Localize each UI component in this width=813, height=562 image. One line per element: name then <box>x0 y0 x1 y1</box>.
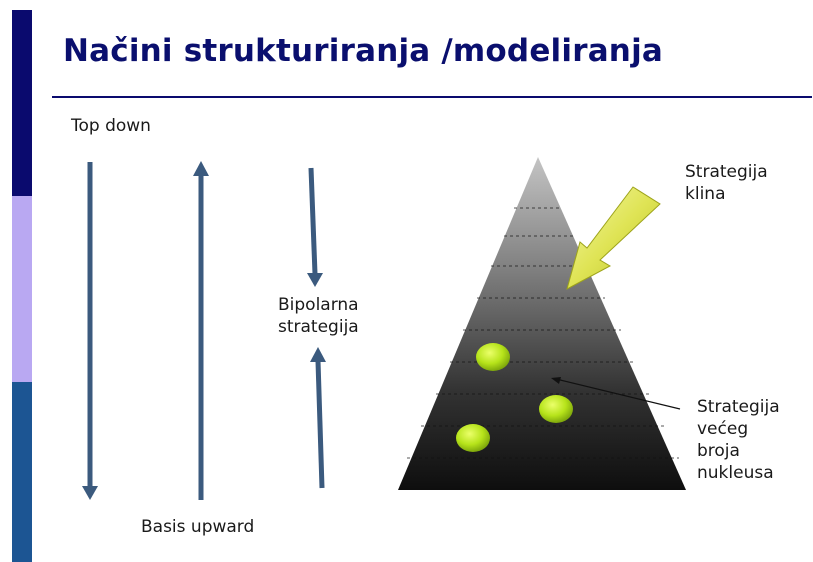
title-divider <box>52 96 812 98</box>
sidebar-color-bar <box>12 10 32 562</box>
nuclei-label-line-2: većeg <box>697 419 749 439</box>
slide-title: Načini strukturiranja /modeliranja <box>63 33 664 69</box>
bipolar-down-arrow <box>307 167 323 287</box>
wedge-label-line-2: klina <box>685 184 726 204</box>
top-down-label: Top down <box>71 116 151 136</box>
sidebar-segment-blue <box>12 382 32 562</box>
nuclei-label-line-4: nukleusa <box>697 463 774 483</box>
sidebar-segment-lavender <box>12 196 32 382</box>
nucleus-ball-2 <box>539 395 573 423</box>
wedge-label-line-1: Strategija <box>685 162 768 182</box>
bipolar-label-line-1: Bipolarna <box>278 295 359 315</box>
sidebar-segment-dark-blue <box>12 10 32 196</box>
nuclei-label-line-1: Strategija <box>697 397 780 417</box>
nuclei-strategy-label: Strategija većeg broja nukleusa <box>697 396 780 484</box>
bipolar-label-line-2: strategija <box>278 317 359 337</box>
nuclei-label-line-3: broja <box>697 441 740 461</box>
basis-upward-label: Basis upward <box>141 517 255 537</box>
top-down-arrow <box>82 162 98 500</box>
bipolar-strategy-label: Bipolarna strategija <box>278 294 359 338</box>
nucleus-ball-1 <box>476 343 510 371</box>
wedge-strategy-arrow <box>566 186 661 290</box>
wedge-strategy-label: Strategija klina <box>685 161 768 205</box>
bipolar-up-arrow <box>310 347 326 489</box>
nuclei-pointer-line <box>551 377 681 410</box>
nucleus-ball-3 <box>456 424 490 452</box>
basis-upward-arrow <box>193 161 209 500</box>
